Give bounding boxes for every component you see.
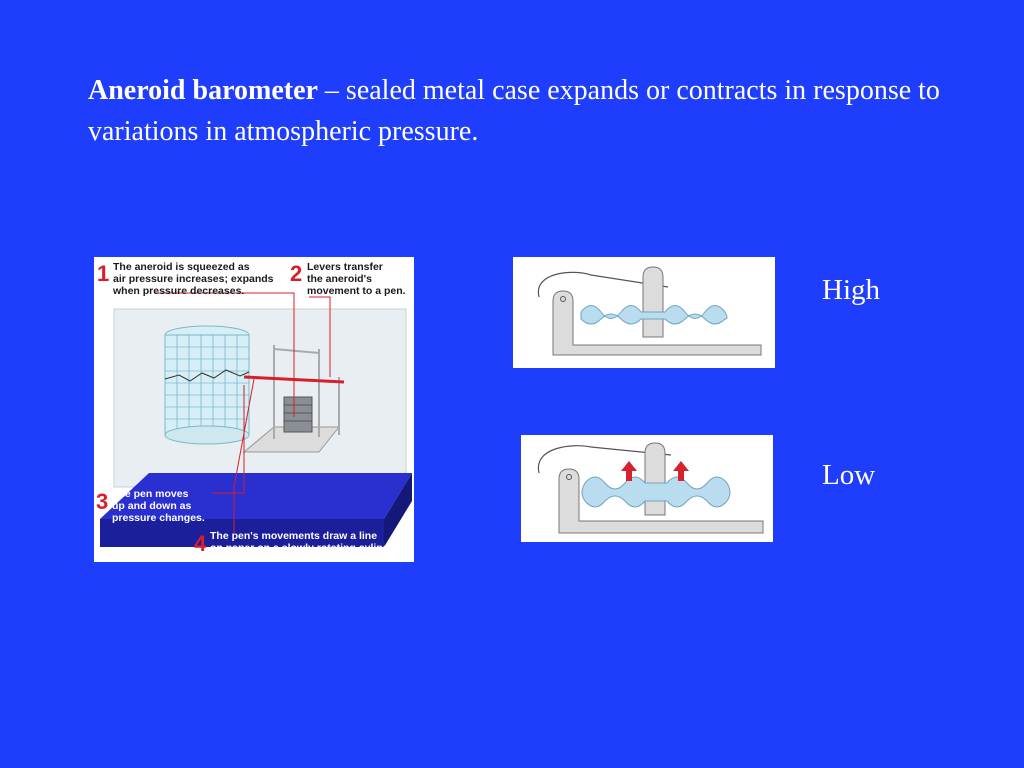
cylinder-grid <box>165 335 249 435</box>
low-frame <box>558 468 764 534</box>
high-pressure-label: High <box>822 274 880 306</box>
barograph-illustration: 1 The aneroid is squeezed as air pressur… <box>94 257 414 562</box>
glass-case <box>113 308 407 488</box>
base-top <box>100 473 412 519</box>
low-pressure-drawing <box>537 442 764 534</box>
base-front <box>100 519 384 547</box>
callout-1: 1 The aneroid is squeezed as air pressur… <box>97 261 274 297</box>
callout-4-line-2: on paper on a slowly rotating cylinder. <box>210 542 401 554</box>
high-pressure-diagram <box>513 257 775 368</box>
callout-2-number: 2 <box>290 261 302 286</box>
callout-2-line-1: Levers transfer <box>307 261 383 273</box>
title-term: Aneroid barometer <box>88 75 318 106</box>
aneroid-rings <box>284 404 312 422</box>
high-aneroid-cell <box>580 305 728 325</box>
callout-1-line-2: air pressure increases; expands <box>113 273 274 285</box>
low-pivot <box>566 474 572 480</box>
expand-arrow-right-icon <box>673 461 689 481</box>
low-post <box>644 442 666 516</box>
aneroid-stack <box>283 396 313 433</box>
callout-3: 3 The pen moves up and down as pressure … <box>96 488 205 524</box>
low-pressure-label: Low <box>822 459 876 491</box>
high-pen-lever <box>537 271 669 298</box>
lever-frame <box>273 345 340 439</box>
expand-arrow-left-icon <box>621 461 637 481</box>
callout-2: 2 Levers transfer the aneroid's movement… <box>290 261 406 297</box>
high-post <box>642 266 664 338</box>
cylinder-body <box>164 334 250 436</box>
callout-2-line-2: the aneroid's <box>307 273 372 285</box>
callout-1-line-1: The aneroid is squeezed as <box>113 261 250 273</box>
callout-4: 4 The pen's movements draw a line on pap… <box>194 530 401 556</box>
title-definition: – sealed metal case expands or contracts… <box>88 75 940 147</box>
callout-1-line-3: when pressure decreases. <box>112 285 244 297</box>
high-frame <box>552 290 762 356</box>
callout-leaders <box>154 292 331 533</box>
high-pressure-drawing <box>537 266 762 356</box>
base-side <box>384 473 412 547</box>
pressure-trace <box>164 369 250 382</box>
callout-3-line-1: The pen moves <box>112 488 189 500</box>
callout-4-number: 4 <box>194 531 207 556</box>
low-pen-lever <box>537 445 672 474</box>
low-pressure-diagram <box>521 435 773 542</box>
slide-title: Aneroid barometer – sealed metal case ex… <box>88 70 948 152</box>
cylinder-bottom <box>164 425 250 445</box>
high-pivot <box>560 296 566 302</box>
callout-1-number: 1 <box>97 261 109 286</box>
callout-2-line-3: movement to a pen. <box>307 285 406 297</box>
callout-4-line-1: The pen's movements draw a line <box>210 530 377 542</box>
callout-3-line-3: pressure changes. <box>112 512 205 524</box>
barograph-drawing: 1 The aneroid is squeezed as air pressur… <box>96 261 412 556</box>
callout-3-number: 3 <box>96 489 108 514</box>
callout-3-line-2: up and down as <box>112 500 191 512</box>
